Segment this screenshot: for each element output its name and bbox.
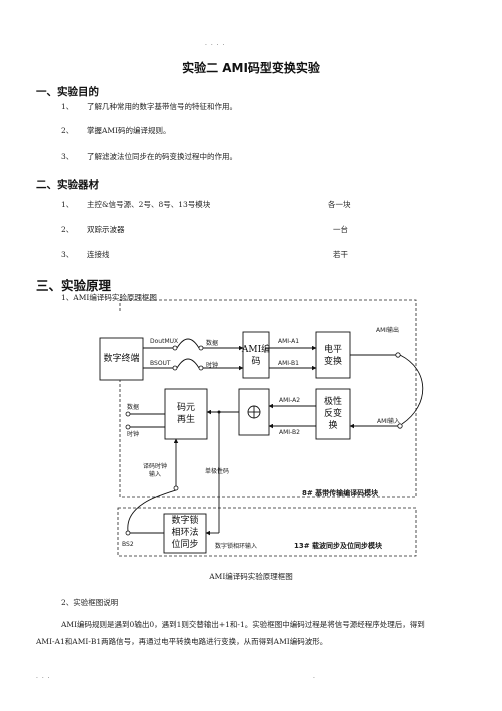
label-line: 译码时钟 bbox=[143, 463, 168, 470]
label-ami-a1: AMI-A1 bbox=[278, 338, 300, 345]
box-level-convert bbox=[315, 331, 351, 379]
label-line: 再生 bbox=[176, 415, 195, 425]
paragraph-line: AMI编码规则是遇到0输出0，遇到1则交替输出+1和-1。实验框图中编码过程是将… bbox=[61, 620, 425, 629]
label-line: 电平 bbox=[323, 345, 342, 355]
item-number: 1、 bbox=[61, 102, 74, 111]
label-line: 反变 bbox=[323, 409, 342, 419]
box-pll bbox=[163, 513, 207, 554]
label-data-left: 数据 bbox=[127, 404, 140, 411]
list-item: 1、 主控&信号源、2号、8号、13号模块 bbox=[61, 199, 210, 210]
module8-label: 8# 基带传输编译码模块 bbox=[302, 489, 379, 497]
item-quantity: 一台 bbox=[333, 225, 348, 234]
box-digital-terminal bbox=[99, 337, 144, 381]
label-clock-top: 时钟 bbox=[206, 362, 219, 369]
label-ami-out: AMI输出 bbox=[376, 327, 400, 334]
box-regen-label: 码元再生 bbox=[165, 402, 207, 426]
label-line: 相环法 bbox=[171, 528, 199, 538]
section-heading-principle: 三、实验原理 bbox=[36, 278, 112, 293]
module8-frame bbox=[119, 299, 417, 498]
box-polarity bbox=[315, 388, 351, 440]
label-ami-b1: AMI-B1 bbox=[278, 360, 299, 367]
label-pll-input: 数字锁相环输入 bbox=[215, 543, 258, 550]
label-unipolar: 单极性码 bbox=[205, 468, 230, 475]
item-text: 了解几种常用的数字基带信号的特征和作用。 bbox=[87, 102, 237, 111]
sub-heading-diagram: 1、AMI编译码实验原理框图 bbox=[61, 293, 157, 302]
box-pll-label: 数字锁相环法位同步 bbox=[164, 515, 206, 551]
footer-dots-left: . . . bbox=[36, 673, 51, 680]
label-line: 数字锁 bbox=[171, 516, 199, 526]
label-bs2: BS2 bbox=[122, 541, 134, 548]
module13-label: 13# 载波同步及位同步模块 bbox=[294, 542, 383, 550]
label-line: 码 bbox=[251, 357, 261, 367]
label-line: 位同步 bbox=[171, 540, 199, 550]
page-title: 实验二 AMI码型变换实验 bbox=[182, 61, 320, 75]
item-number: 1、 bbox=[61, 200, 74, 209]
box-digital-terminal-label: 数字终端 bbox=[103, 354, 140, 364]
footer-dots-right: . bbox=[313, 673, 316, 680]
label-ami-a2: AMI-A2 bbox=[279, 397, 301, 404]
label-line: 变换 bbox=[323, 357, 342, 367]
item-number: 2、 bbox=[61, 126, 74, 135]
label-clock-left: 时钟 bbox=[127, 431, 140, 438]
box-ami-encoder-label: AMI编码 bbox=[239, 344, 273, 368]
diagram-caption: AMI编译码实验原理框图 bbox=[209, 572, 293, 581]
module13-frame bbox=[117, 507, 417, 557]
item-text: 连接线 bbox=[87, 250, 110, 259]
box-level-convert-label: 电平变换 bbox=[316, 344, 350, 368]
paragraph-line: AMI-A1和AMI-B1两路信号，再通过电平转换电路进行变换，从而得到AMI编… bbox=[36, 637, 328, 646]
list-item: 3、 了解滤波法位同步在的码变换过程中的作用。 bbox=[61, 151, 237, 162]
item-text: 双踪示波器 bbox=[87, 225, 125, 234]
item-text: 了解滤波法位同步在的码变换过程中的作用。 bbox=[87, 152, 237, 161]
label-ami-in: AMI输入 bbox=[377, 418, 401, 425]
list-item: 2、 掌握AMI码的编译规则。 bbox=[61, 125, 171, 136]
item-quantity: 若干 bbox=[333, 250, 348, 259]
label-bsout: BSOUT bbox=[150, 360, 171, 367]
label-data-top: 数据 bbox=[206, 340, 219, 347]
list-item: 3、 连接线 bbox=[61, 249, 110, 260]
label-doutmux: DoutMUX bbox=[150, 338, 179, 345]
label-decode-clock: 译码时钟输入 bbox=[143, 463, 167, 479]
list-item: 1、 了解几种常用的数字基带信号的特征和作用。 bbox=[61, 101, 237, 112]
item-number: 3、 bbox=[61, 152, 74, 161]
box-ami-encoder bbox=[242, 331, 270, 379]
label-line: 码元 bbox=[176, 403, 195, 413]
list-item: 2、 双踪示波器 bbox=[61, 224, 125, 235]
section-heading-equipment: 二、实验器材 bbox=[36, 179, 99, 191]
header-dots: . . . . bbox=[205, 40, 226, 47]
sub-heading-explanation: 2、实验框图说明 bbox=[61, 598, 119, 607]
label-ami-b2: AMI-B2 bbox=[279, 429, 300, 436]
item-number: 2、 bbox=[61, 225, 74, 234]
section-heading-objectives: 一、实验目的 bbox=[36, 86, 99, 98]
label-line: 极性 bbox=[323, 397, 342, 407]
box-polarity-label: 极性反变换 bbox=[316, 396, 350, 432]
label-line: 换 bbox=[328, 421, 338, 431]
item-text: 主控&信号源、2号、8号、13号模块 bbox=[87, 200, 211, 209]
item-quantity: 各一块 bbox=[328, 200, 351, 209]
item-number: 3、 bbox=[61, 250, 74, 259]
label-line: AMI编 bbox=[241, 345, 271, 355]
label-line: 输入 bbox=[149, 471, 162, 478]
item-text: 掌握AMI码的编译规则。 bbox=[87, 126, 171, 135]
